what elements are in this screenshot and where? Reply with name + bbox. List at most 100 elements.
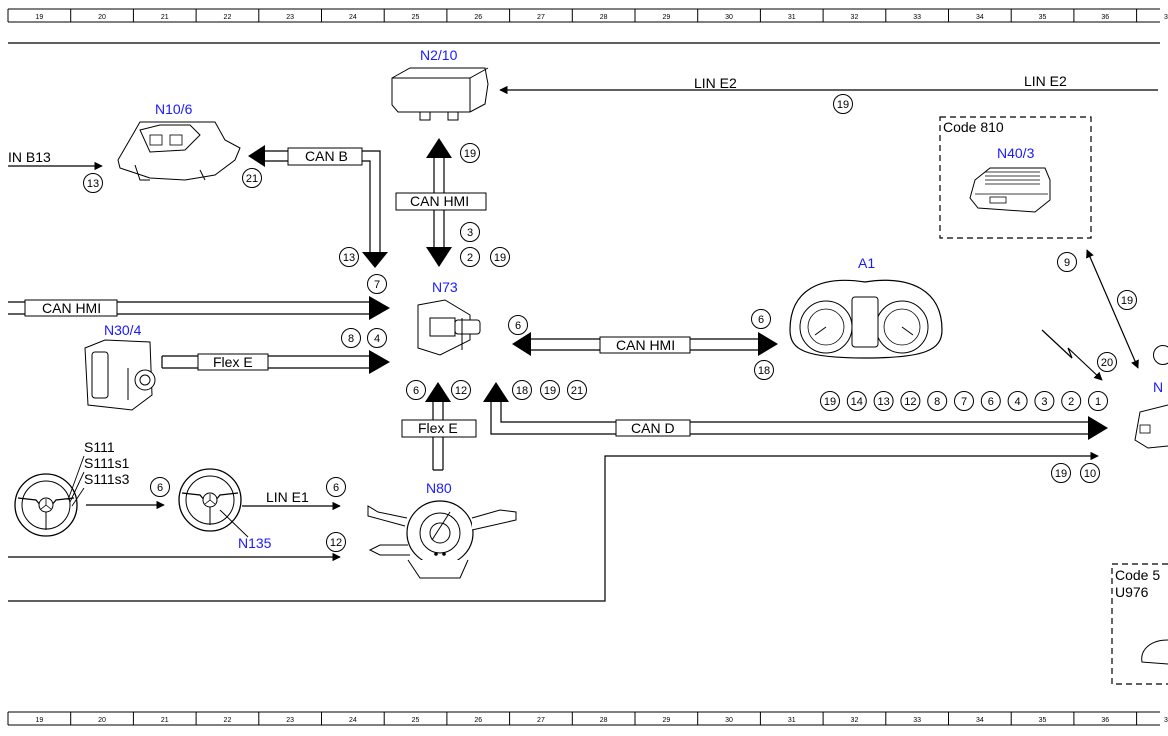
marker: 7 [367,274,387,294]
code-5-label: Code 5 [1115,567,1160,583]
marker: 4 [1007,391,1028,411]
ruler-label: 23 [286,717,294,724]
marker [1153,345,1168,365]
can-hmi-left-bus: CAN HMI [8,296,390,320]
svg-text:4: 4 [374,333,380,345]
steering-wheel-n135: N135 [178,468,272,551]
marker: 7 [954,391,974,411]
marker: 6 [980,391,1001,411]
steering-wheel-s111 [14,473,78,537]
marker: 18 [754,360,774,380]
marker: 12 [451,380,471,400]
svg-text:2: 2 [467,252,473,264]
ruler-label: 25 [412,717,420,724]
ruler-label: 24 [349,717,357,724]
ruler-label: 31 [788,14,796,21]
marker: 18 [512,380,532,400]
marker: 10 [1080,463,1100,483]
marker: 6 [751,309,771,329]
ruler-label: 19 [35,717,43,724]
svg-text:8: 8 [348,333,354,345]
marker: 2 [1061,391,1082,411]
s111s3-label: S111s3 [84,471,130,487]
marker: 3 [1034,391,1055,411]
ruler-label: 19 [35,14,43,21]
can-hmi-vertical-bus: CAN HMI [395,138,487,267]
n10-6-module: N10/6 [117,101,241,181]
can-hmi-vertical-label: CAN HMI [410,193,469,209]
marker: 1 [1088,391,1108,411]
svg-text:18: 18 [758,365,770,377]
marker: 19 [490,247,510,267]
svg-text:2: 2 [1068,396,1074,408]
svg-text:13: 13 [343,252,355,264]
svg-text:10: 10 [1084,468,1096,480]
in-b13-line: IN B13 [8,149,103,171]
bottom-ruler: 19202122232425262728293031323334353637 [7,711,1168,726]
marker: 21 [567,380,587,400]
marker: 8 [927,391,948,411]
svg-text:6: 6 [988,396,994,408]
ruler-label: 21 [161,717,169,724]
lin-e1-label: LIN E1 [266,489,309,505]
n40-3-module [969,167,1051,213]
n40-link-line [1086,249,1139,369]
s111s1-label: S111s1 [84,455,130,471]
ruler-label: 36 [1101,14,1109,21]
ruler-label: 37 [1164,14,1168,21]
marker: 13 [339,247,359,267]
ruler-label: 33 [913,14,921,21]
marker: 6 [508,315,528,335]
marker: 4 [367,328,387,348]
svg-text:19: 19 [824,396,836,408]
lin-e2-label-left: LIN E2 [694,75,737,91]
marker: 6 [326,477,346,497]
ruler-label: 22 [224,717,232,724]
marker: 13 [873,391,894,411]
lin-e1-line: LIN E1 [242,489,341,511]
ruler-label: 20 [98,717,106,724]
marker: 19 [833,94,853,114]
code-5-box: Code 5 U976 [1111,563,1168,685]
code-810-label: Code 810 [943,119,1004,135]
ruler-label: 34 [976,14,984,21]
ruler-label: 37 [1164,717,1168,724]
svg-text:6: 6 [413,385,419,397]
in-b13-label: IN B13 [8,149,51,165]
can-hmi-right-label: CAN HMI [616,337,675,353]
svg-text:19: 19 [1055,468,1067,480]
ruler-label: 23 [286,14,294,21]
marker: 21 [242,168,262,188]
svg-text:6: 6 [515,320,521,332]
ruler-label: 27 [537,14,545,21]
a1-instrument-cluster: A1 [789,255,943,359]
u976-label: U976 [1115,584,1149,600]
svg-text:1: 1 [1095,396,1101,408]
ruler-label: 21 [161,14,169,21]
can-hmi-right-bus: CAN HMI [512,332,778,356]
n135-label: N135 [238,535,272,551]
svg-text:12: 12 [904,396,916,408]
marker: 19 [820,391,840,411]
marker: 12 [900,391,921,411]
svg-text:19: 19 [1121,295,1133,307]
can-hmi-left-label: CAN HMI [42,300,101,316]
lin-e2-label-right: LIN E2 [1024,73,1067,89]
svg-text:21: 21 [246,173,258,185]
ruler-label: 36 [1101,717,1109,724]
n80-label: N80 [426,480,452,496]
marker: 12 [326,532,346,552]
svg-text:3: 3 [1041,396,1047,408]
n73-module: N73 [417,279,481,356]
marker: 2 [460,247,480,267]
marker: 19 [460,143,480,163]
lower-signal-line [8,451,1099,602]
a1-label: A1 [858,255,875,271]
ruler-label: 35 [1039,717,1047,724]
svg-text:12: 12 [455,385,467,397]
ruler-label: 25 [412,14,420,21]
flex-e-vertical-label: Flex E [418,420,458,436]
svg-text:6: 6 [333,482,339,494]
